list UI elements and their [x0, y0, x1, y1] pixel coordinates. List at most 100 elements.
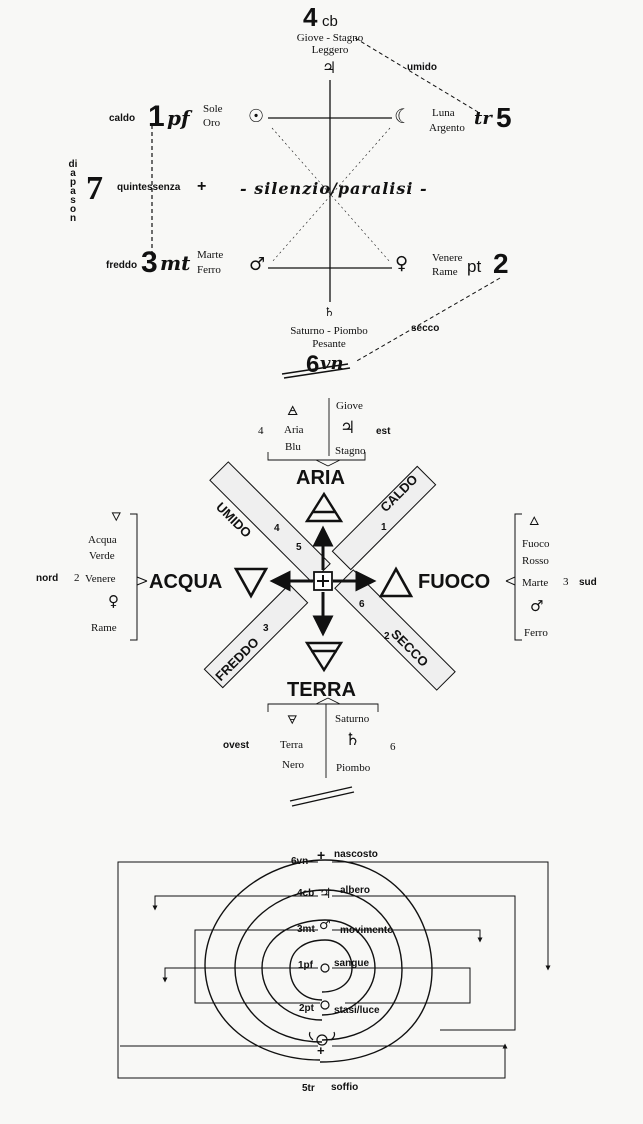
- venus-icon-list: ♀: [108, 592, 119, 610]
- triangle-water: [233, 567, 269, 599]
- box-label-stagno: Stagno: [335, 445, 366, 457]
- jupiter-icon-spiral: ♃: [319, 886, 332, 902]
- top-number-4: 4: [303, 2, 318, 32]
- bottom-element-box: [267, 697, 379, 778]
- element-fuoco: FUOCO: [418, 571, 491, 593]
- box-label-blu: Blu: [285, 441, 301, 453]
- spiral-code-2pt: 2pt: [299, 1003, 314, 1014]
- code-pt: pt: [467, 257, 482, 276]
- spiral-word-nascosto: nascosto: [334, 849, 378, 860]
- label-pesante: Pesante: [312, 338, 346, 350]
- left-list-venere: Venere: [85, 573, 116, 585]
- sun-icon: ☉: [248, 106, 265, 127]
- spiral-code-3mt: 3mt: [297, 924, 315, 935]
- center-arrows: [269, 525, 377, 637]
- band-sub-6: 6: [359, 599, 365, 610]
- code-tr: tr: [474, 108, 492, 129]
- element-aria: ARIA: [296, 467, 345, 489]
- mars-icon: ♂: [249, 254, 266, 275]
- right-list-ferro: Ferro: [524, 627, 548, 639]
- label-caldo: caldo: [109, 113, 136, 124]
- spiral-word-sangue: sangue: [334, 958, 370, 969]
- triangle-earth: [304, 641, 344, 673]
- num-7: 7: [86, 170, 103, 207]
- right-list-rosso: Rosso: [522, 555, 549, 567]
- spiral-word-movimento: movimento: [340, 925, 394, 936]
- left-list-verde: Verde: [89, 550, 115, 562]
- label-marte: Marte: [197, 249, 224, 261]
- triangle-fire: [378, 566, 414, 598]
- spiral-code-4cb: 4cb: [297, 888, 315, 899]
- label-argento: Argento: [429, 122, 465, 134]
- label-freddo: freddo: [106, 260, 138, 271]
- jupiter-icon: ♃: [322, 58, 337, 77]
- label-giove-stagno: Giove - Stagno: [296, 32, 364, 44]
- box-label-saturno: Saturno: [335, 713, 370, 725]
- top-double-underline: [281, 363, 351, 379]
- right-bracket: [505, 513, 522, 641]
- right-dir-sud: sud: [579, 577, 597, 588]
- circuit-lines: [117, 861, 551, 1079]
- box-num-4: 4: [258, 425, 264, 437]
- box-label-giove: Giove: [336, 400, 363, 412]
- box-dir-est: est: [376, 426, 391, 437]
- air-symbol-icon: 🜁: [287, 404, 299, 419]
- plus-icon: +: [197, 178, 207, 195]
- left-dir-nord: nord: [36, 573, 59, 584]
- saturn-icon: ♄: [324, 305, 335, 319]
- spiral-code-1pf: 1pf: [298, 960, 313, 971]
- right-list-marte: Marte: [522, 577, 549, 589]
- left-list-acqua: Acqua: [88, 534, 117, 546]
- middle-double-divider: [289, 786, 355, 807]
- left-num-2: 2: [74, 572, 80, 584]
- label-saturno-piombo: Saturno - Piombo: [290, 325, 368, 337]
- fire-symbol-icon: 🜂: [529, 514, 540, 528]
- mars-icon-list: ♂: [530, 597, 544, 615]
- spiral-word-albero: albero: [340, 885, 371, 896]
- venus-icon: ♀: [395, 253, 409, 274]
- top-code-cb: cb: [322, 13, 338, 30]
- band-caldo: [331, 465, 437, 571]
- right-num-3: 3: [563, 576, 569, 588]
- num-6: 6: [306, 351, 320, 378]
- band-freddo: [203, 583, 309, 689]
- spiral-word-stasi-luce: stasi/luce: [334, 1005, 380, 1016]
- band-sub-4: 4: [274, 523, 280, 534]
- label-diapason: diapason: [68, 159, 78, 224]
- moon-icon: ☾: [394, 104, 412, 128]
- num-5: 5: [496, 102, 512, 133]
- top-element-box: [267, 398, 366, 467]
- top-cross: [268, 80, 392, 302]
- label-ferro: Ferro: [197, 264, 221, 276]
- box-label-nero: Nero: [282, 759, 304, 771]
- left-bracket: [130, 513, 148, 641]
- band-sub-2: 2: [384, 631, 390, 642]
- right-list-fuoco: Fuoco: [522, 538, 550, 550]
- label-silenzio-paralisi: - silenzio/paralisi -: [240, 179, 428, 198]
- code-mt: mt: [160, 251, 191, 275]
- mars-icon-spiral: ♂: [319, 918, 331, 933]
- spiral-code-6vn: 6vn: [291, 856, 309, 867]
- box-dir-ovest: ovest: [223, 740, 250, 751]
- label-venere: Venere: [432, 252, 463, 264]
- label-secco: secco: [411, 323, 440, 334]
- spiral-planet-marks: [308, 963, 336, 1046]
- label-luna: Luna: [432, 107, 455, 119]
- box-label-terra: Terra: [280, 739, 304, 751]
- num-1: 1: [148, 100, 165, 133]
- num-2: 2: [493, 248, 509, 279]
- box-label-piombo: Piombo: [336, 762, 371, 774]
- label-sole: Sole: [203, 103, 223, 115]
- left-list-rame: Rame: [91, 622, 117, 634]
- label-quintessenza: quintessenza: [117, 182, 181, 193]
- spiral-cross-icon-top: +: [317, 847, 326, 863]
- saturn-icon-box: ♄: [345, 730, 361, 750]
- spiral-word-soffio: soffio: [331, 1082, 359, 1093]
- earth-symbol-icon: 🜃: [287, 713, 298, 727]
- band-sub-1: 1: [381, 522, 387, 533]
- band-sub-5: 5: [296, 542, 302, 553]
- spiral-code-5tr: 5tr: [302, 1083, 315, 1094]
- element-terra: TERRA: [287, 679, 356, 701]
- element-acqua: ACQUA: [149, 571, 223, 593]
